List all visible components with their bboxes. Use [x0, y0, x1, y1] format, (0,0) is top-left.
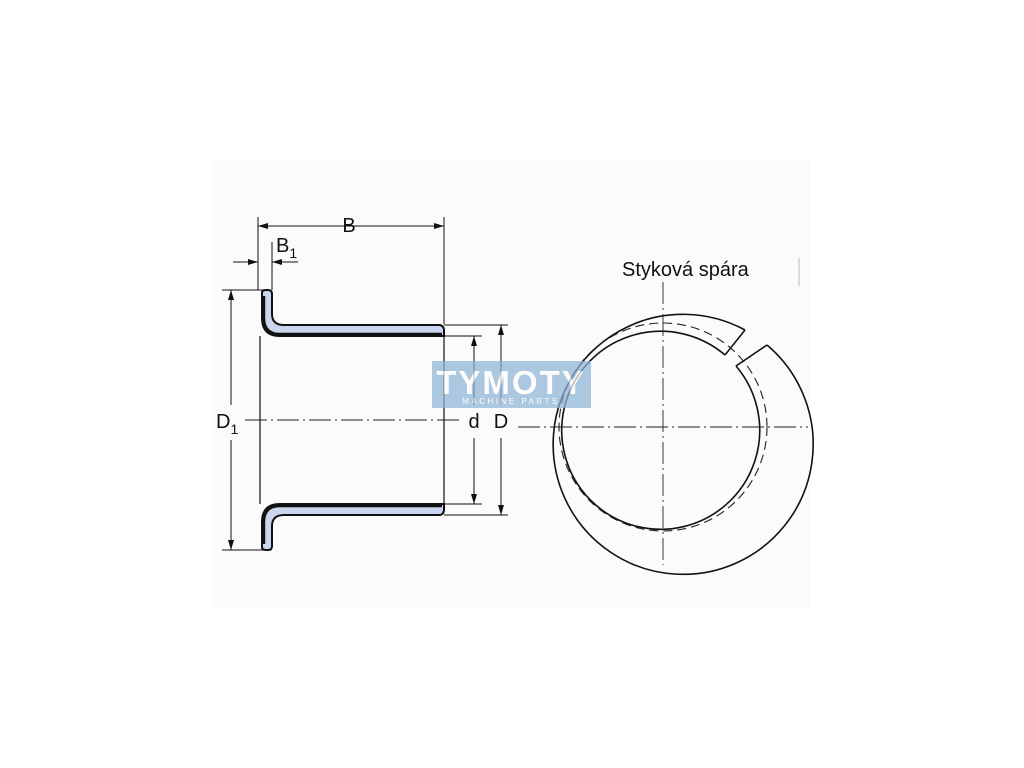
dim-b-arrow-left	[258, 223, 268, 229]
bushing-wall-lower-inner-edge	[262, 504, 442, 544]
label-b: B	[342, 215, 355, 237]
dim-outer-d-arrow-bottom	[498, 505, 504, 515]
bushing-wall-upper-inner-edge	[262, 296, 442, 336]
dim-d-arrow-top	[471, 336, 477, 346]
label-b1-main: B	[276, 235, 289, 257]
label-b1-sub: 1	[289, 245, 297, 261]
dim-b1-arrow-right	[272, 259, 282, 265]
front-view: Styková spára	[518, 258, 814, 576]
dim-d-arrow-bottom	[471, 494, 477, 504]
watermark-background	[432, 361, 591, 408]
watermark-subtitle: MACHINE PARTS	[462, 397, 560, 406]
watermark-title: TYMOTY	[436, 364, 586, 401]
bushing-wall-lower	[261, 503, 445, 551]
dim-d1-arrow-top	[228, 290, 234, 300]
bushing-wall-upper	[261, 289, 445, 337]
label-outer-d: D	[494, 411, 508, 433]
split-joint-line-2	[735, 344, 768, 367]
label-d1-sub: 1	[230, 421, 238, 437]
front-inner-circle	[560, 330, 761, 531]
label-d1: D1	[216, 411, 238, 437]
front-outer-circle	[552, 313, 814, 576]
label-b1: B1	[276, 235, 297, 261]
label-d: d	[468, 411, 479, 433]
side-view: B B1 D1 d D	[216, 215, 508, 551]
split-joint-line-1	[724, 329, 746, 356]
dim-d1-arrow-bottom	[228, 540, 234, 550]
watermark-logo: TYMOTY MACHINE PARTS	[432, 361, 591, 408]
dim-b1-arrow-left	[248, 259, 258, 265]
dim-outer-d-arrow-top	[498, 325, 504, 335]
dim-b-arrow-right	[434, 223, 444, 229]
label-d1-main: D	[216, 411, 230, 433]
label-joint: Styková spára	[622, 259, 750, 281]
